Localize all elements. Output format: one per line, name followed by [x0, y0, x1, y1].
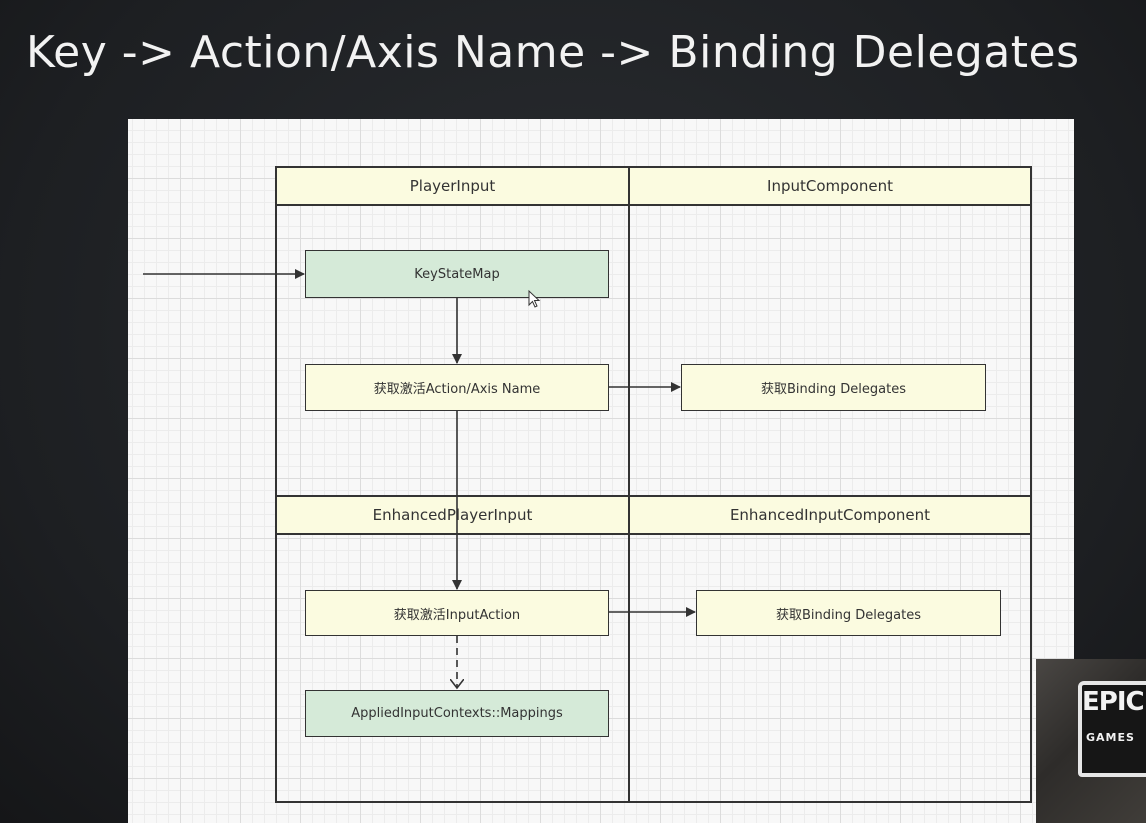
epic-logo-shield: [1078, 681, 1146, 777]
node-get-binding-delegates-2: 获取Binding Delegates: [696, 590, 1001, 636]
lane-header-player-input: PlayerInput: [275, 166, 630, 206]
epic-logo-word: EPIC: [1082, 687, 1145, 717]
node-key-state-map: KeyStateMap: [305, 250, 609, 298]
lane-body-enhanced-input-component: [628, 533, 1032, 803]
lane-body-player-input: [275, 204, 630, 497]
epic-games-logo: EPIC GAMES: [1036, 659, 1146, 823]
node-get-active-input-action: 获取激活InputAction: [305, 590, 609, 636]
node-get-binding-delegates-1: 获取Binding Delegates: [681, 364, 986, 411]
lane-body-input-component: [628, 204, 1032, 497]
slide-title: Key -> Action/Axis Name -> Binding Deleg…: [26, 27, 1080, 78]
node-applied-input-contexts: AppliedInputContexts::Mappings: [305, 690, 609, 737]
node-get-active-action-axis: 获取激活Action/Axis Name: [305, 364, 609, 411]
lane-body-enhanced-player-input: [275, 533, 630, 803]
diagram-canvas: [128, 119, 1074, 823]
epic-logo-sub: GAMES: [1086, 731, 1135, 744]
lane-header-input-component: InputComponent: [628, 166, 1032, 206]
lane-header-enhanced-input-component: EnhancedInputComponent: [628, 495, 1032, 535]
lane-header-enhanced-player-input: EnhancedPlayerInput: [275, 495, 630, 535]
